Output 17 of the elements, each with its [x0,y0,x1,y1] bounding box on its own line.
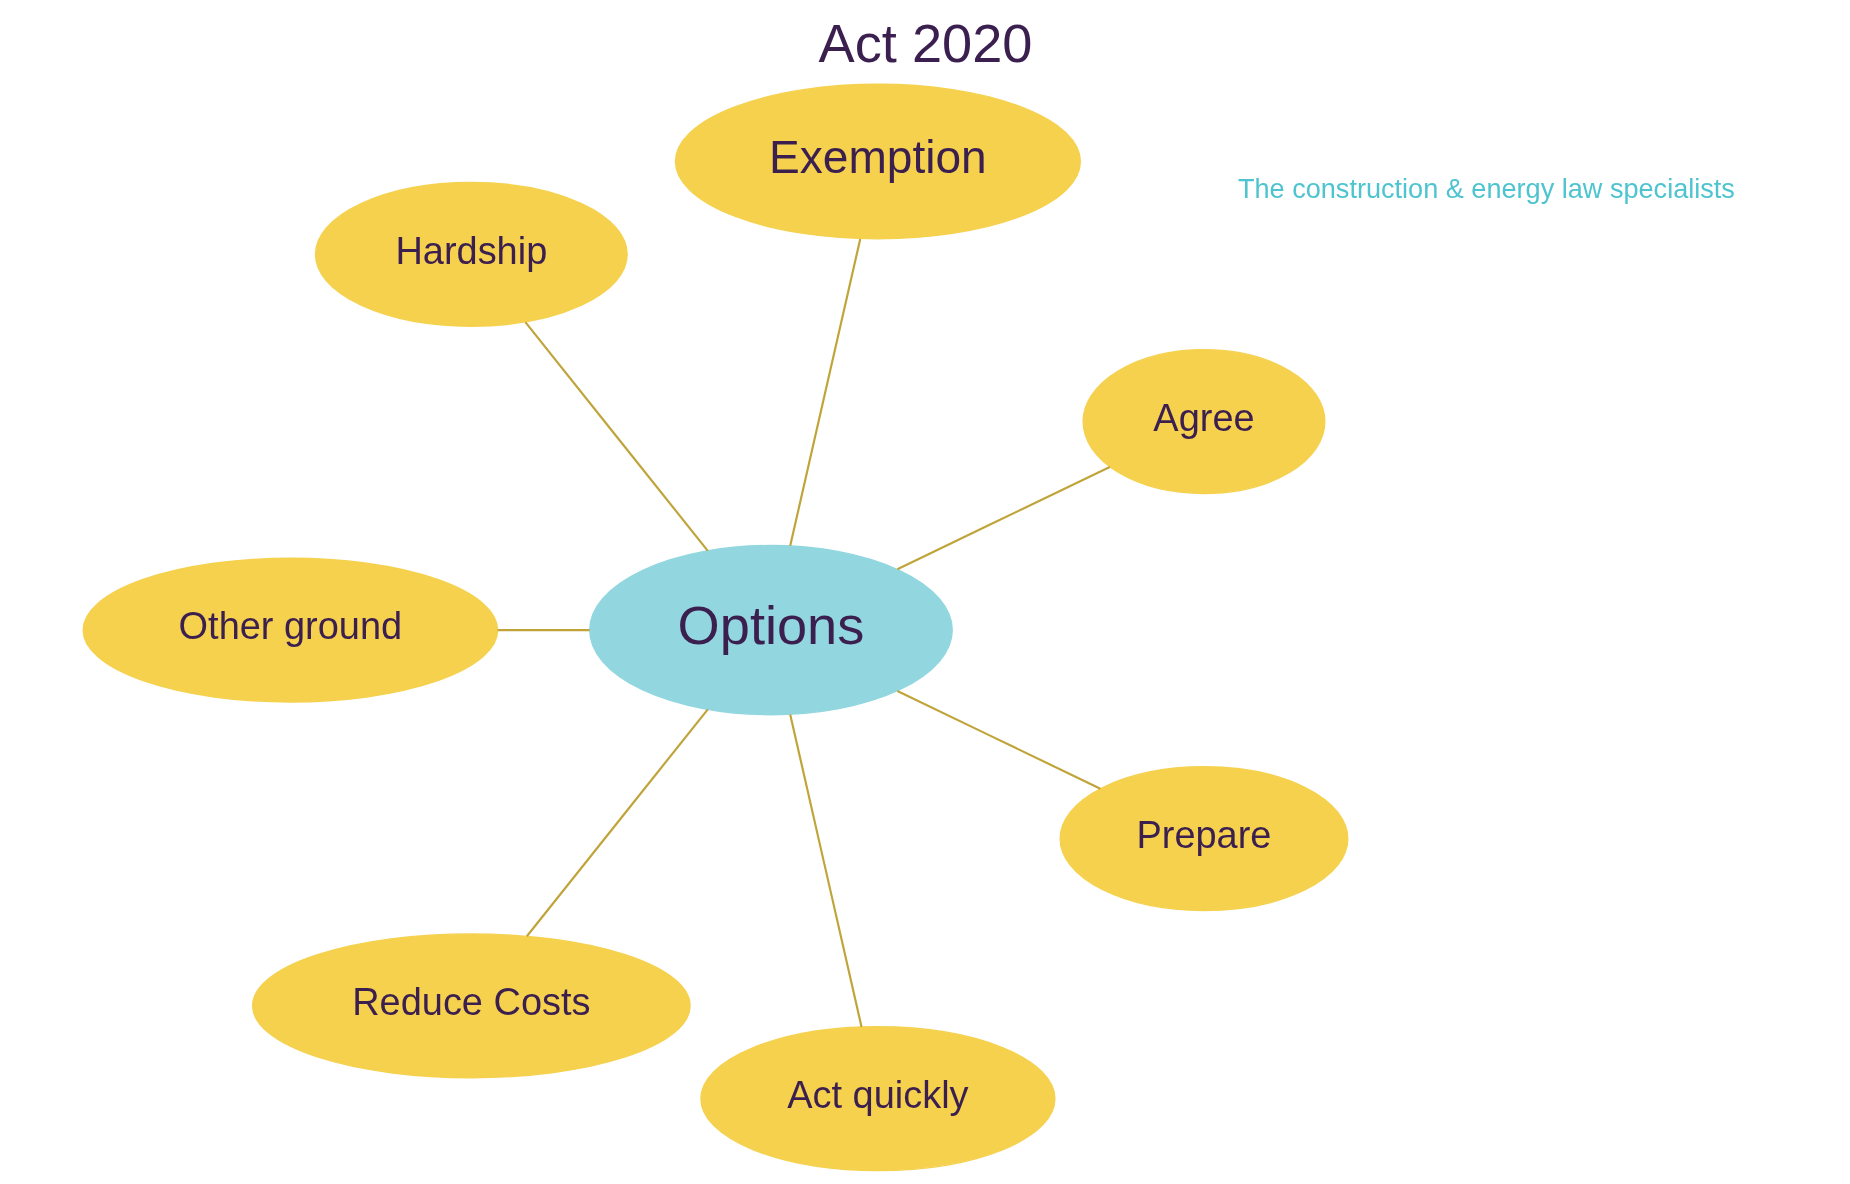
connector [497,629,590,632]
connector [896,690,1101,790]
connector [788,714,863,1028]
node-ellipse: Other ground [81,557,498,703]
diagram-title: Act 2020 [818,13,1032,74]
connector [788,238,861,547]
node-ellipse: Act quickly [699,1026,1056,1172]
connector [525,708,709,937]
node-ellipse: Reduce Costs [251,933,691,1079]
connector [896,465,1110,571]
node-ellipse: Hardship [314,181,628,327]
node-ellipse: Prepare [1059,766,1348,912]
connector [524,321,709,552]
node-ellipse: Exemption [674,83,1081,240]
node-ellipse: Options [588,544,953,716]
label: The construction & energy law specialists [1237,172,1735,204]
node-ellipse: Agree [1081,349,1325,495]
